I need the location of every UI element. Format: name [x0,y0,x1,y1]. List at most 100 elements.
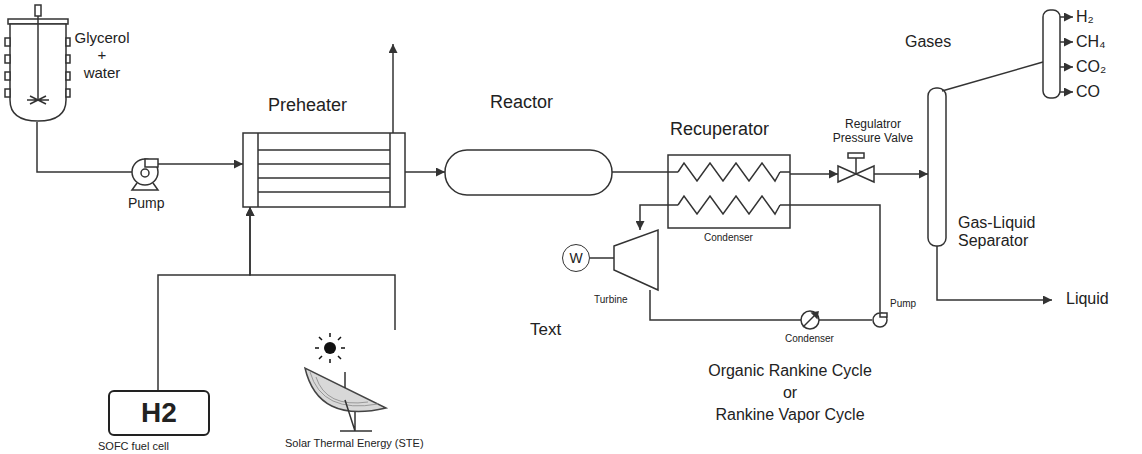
outlet-arrow [1060,66,1073,68]
stream-label: Liquid [1066,290,1109,308]
cycle-caption: Rankine Vapor Cycle [690,406,890,424]
mixing-tank-icon [5,5,70,121]
pump-casing [132,159,158,185]
flow-connector [790,205,880,312]
sofc-fuel-cell: H2SOFC fuel cell [108,390,210,436]
pump: Pump [872,312,888,328]
dish-stand [340,372,372,431]
node-label: Turbine [594,294,628,306]
exchanger-tubes [258,150,390,192]
gas-outlets [1060,17,1073,92]
outlet-arrow [1060,41,1073,43]
preheater-exchanger [243,133,405,207]
heating-jacket [5,38,10,46]
turbine-symbol [614,230,658,290]
outlet-arrow [1060,16,1073,18]
reactor: Reactor [445,150,612,195]
liquid-outlet [937,246,1052,300]
flow-connector [158,163,243,165]
pump-casing [873,313,887,327]
coil-ports [668,172,790,205]
small-pump-icon [873,313,887,327]
outlet-arrow [1060,91,1073,93]
heating-jacket [5,89,10,97]
placeholder-text: Text [530,320,561,340]
stirrer-shaft [37,16,39,100]
hot-coil [678,163,780,181]
turbine: Turbine [614,230,658,290]
generator: W [562,244,590,272]
node-label: Recuperator [670,119,769,140]
node-label: Pump [128,195,165,211]
cold-coil [678,196,780,214]
flow-connector [819,319,872,321]
flow-connector [650,290,801,320]
heating-jacket [66,72,70,80]
flow-connector [590,257,614,259]
heating-jacket [5,55,10,63]
reactor-vessel [445,150,612,195]
condenser-symbol [801,311,819,329]
valve-stem [855,158,857,174]
flow-connector [790,173,838,175]
pump-icon [132,159,158,190]
flow-connector [158,207,250,390]
preheater: Preheater [243,133,405,207]
cycle-caption: Organic Rankine Cycle [690,362,890,380]
node-label: Reactor [490,92,553,113]
condenser-arrow [812,312,818,318]
node-label: Solar Thermal Energy (STE) [285,437,424,450]
pump-outlet [145,159,158,167]
node-label: Pump [890,298,916,310]
cycle-caption: or [690,384,890,402]
recuperator: RecuperatorCondenser [668,155,790,228]
node-sublabel: Condenser [704,232,753,244]
node-label: Condenser [785,333,834,345]
flow-connector [612,171,668,173]
valve-symbol [838,153,874,182]
stirrer-motor [35,5,41,16]
valve-handle [848,153,864,158]
flow-connector [405,171,445,173]
condenser-circle [801,311,819,329]
mixing-tank: Glycerol + water [8,5,68,122]
stream-label: Gases [905,33,951,51]
product-gas: CH₄ [1076,33,1106,51]
heating-jacket [66,38,70,46]
node-label: Regulatror Pressure Valve [828,118,918,146]
product-gas: CO [1076,83,1100,101]
recuperator-exchanger [668,155,790,228]
flow-connector [37,122,132,172]
node-label: H2 [110,392,208,434]
condenser: Condenser [801,311,819,329]
node-label: Gas-Liquid Separator [958,214,1053,251]
heating-jacket [66,89,70,97]
product-gas: CO₂ [1076,58,1106,76]
gas-line [942,62,1043,91]
heating-jacket [5,72,10,80]
dish-ribs [310,372,378,406]
solar-collector-icon [305,333,386,431]
node-sublabel: SOFC fuel cell [98,440,169,453]
pump-impeller [141,169,149,177]
solar-collector: Solar Thermal Energy (STE) [290,330,405,436]
gas-column [1043,10,1060,98]
exchanger-shell [243,133,405,207]
sun [324,342,336,354]
gas-liquid-separator: Gas-Liquid Separator [928,88,946,246]
separator-vessel [928,88,946,246]
product-gas: H₂ [1076,8,1094,26]
exhaust-arrow [392,44,394,133]
flow-connector [874,173,928,175]
recuperator-shell [668,155,790,228]
heating-jacket [66,55,70,63]
flow-connector [640,205,668,230]
pressure-valve: Regulatror Pressure Valve [838,153,874,186]
pump: Pump [132,159,158,185]
stirrer-impeller [27,96,49,104]
tube-sheet [258,133,390,207]
pump-outlet [880,313,887,317]
node-label: Glycerol + water [72,29,132,81]
node-label: Preheater [268,95,347,116]
sun-rays [315,333,345,363]
